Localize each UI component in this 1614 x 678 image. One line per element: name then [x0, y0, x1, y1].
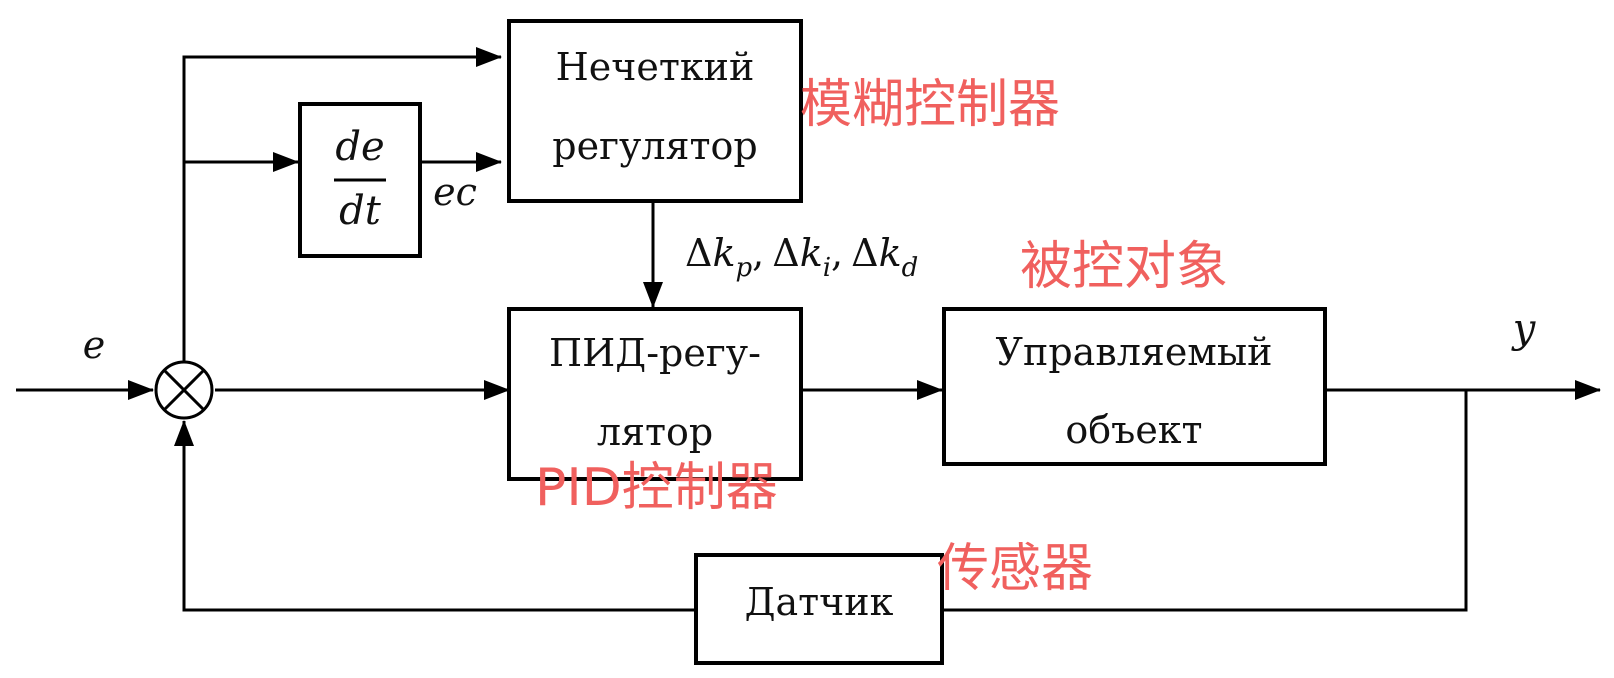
annotation-sensor: 传感器	[937, 539, 1093, 599]
wire-output-to-sensor	[944, 390, 1468, 612]
sensor-block: Датчик	[694, 553, 944, 665]
fuzzy-label-line2: регулятор	[552, 124, 757, 168]
derivative-block: de dt	[298, 102, 422, 258]
plant-label-line1: Управляемый	[996, 330, 1273, 374]
annotation-fuzzy-controller: 模糊控制器	[800, 75, 1060, 135]
fuzzy-label-line1: Нечеткий	[556, 45, 755, 89]
annotation-pid-controller: PID控制器	[535, 458, 778, 518]
fuzzy-controller-block: Нечеткий регулятор	[507, 19, 803, 203]
pid-controller-block: ПИД-регу- лятор	[507, 307, 803, 481]
signal-wires	[16, 47, 1601, 612]
pid-label-line1: ПИД-регу-	[549, 331, 761, 375]
sensor-label: Датчик	[745, 580, 894, 624]
signal-label-y: y	[1511, 306, 1537, 352]
plant-label-line2: объект	[1065, 408, 1202, 452]
derivative-numerator: de	[335, 124, 384, 170]
wire-feedback	[174, 420, 694, 612]
plant-block: Управляемый объект	[942, 307, 1327, 466]
wire-error-to-fuzzy	[182, 47, 502, 361]
signal-label-e: e	[83, 323, 106, 367]
derivative-denominator: dt	[339, 188, 382, 234]
annotation-plant: 被控对象	[1020, 237, 1228, 297]
gain-adjustments-label: Δkp,Δki,Δkd	[685, 231, 918, 283]
pid-label-line2: лятор	[597, 410, 713, 454]
summing-junction-icon	[154, 360, 214, 420]
signal-label-ec: ec	[433, 170, 477, 214]
